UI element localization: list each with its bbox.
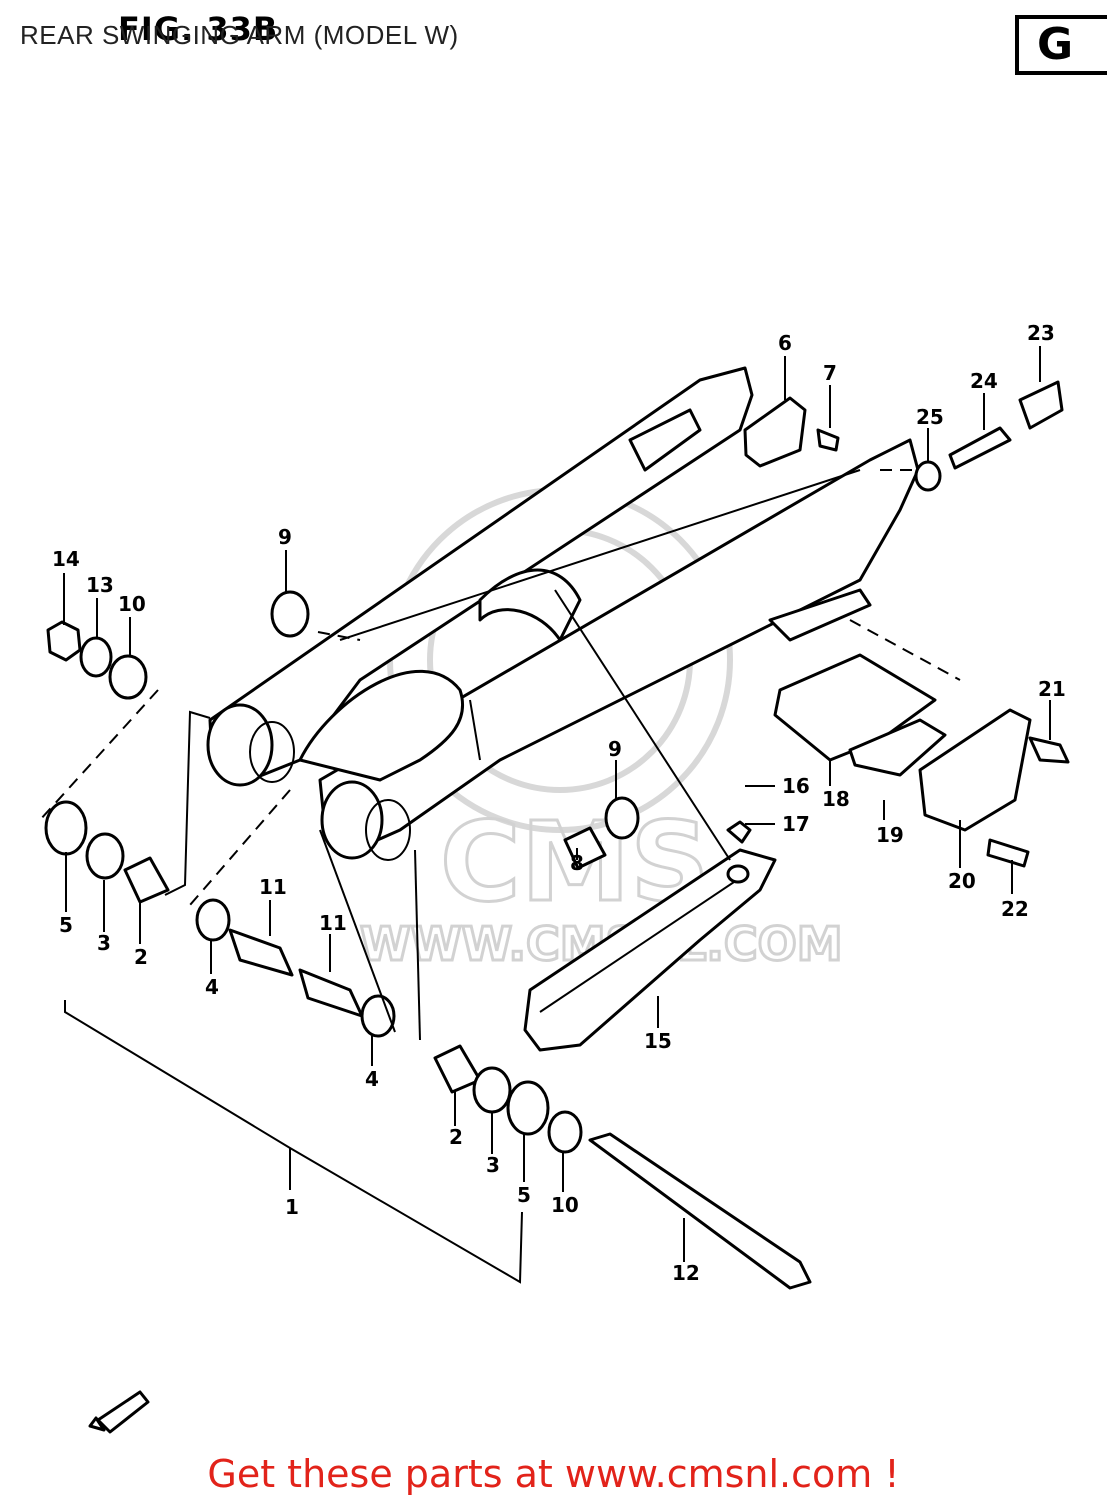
callout-6: 6 [778,331,792,355]
callout-12: 12 [672,1261,700,1285]
callout-15: 15 [644,1029,672,1053]
callout-3-lower: 3 [486,1153,500,1177]
front-direction-arrow [88,1390,150,1434]
callout-labels: 14 13 10 9 6 7 24 23 25 21 16 17 18 19 2… [52,321,1066,1285]
hardware-parts [44,380,1070,1290]
parts-link[interactable]: Get these parts at www.cmsnl.com ! [207,1452,900,1496]
callout-4: 4 [205,975,219,999]
callout-20: 20 [948,869,976,893]
figure-number: FIG. 33B [118,10,279,48]
swing-arm [206,366,920,861]
callout-11: 11 [259,875,287,899]
callout-14: 14 [52,547,80,571]
callout-23: 23 [1027,321,1055,345]
page-title: REAR SWINGING ARM (MODEL W) [20,20,459,50]
callout-18: 18 [822,787,850,811]
callout-21: 21 [1038,677,1066,701]
callout-5-lower: 5 [517,1183,531,1207]
callout-2-lower: 2 [449,1125,463,1149]
callout-9-lower: 9 [608,737,622,761]
callout-9: 9 [278,525,292,549]
callout-2: 2 [134,945,148,969]
callout-24: 24 [970,369,998,393]
callout-16: 16 [782,774,810,798]
callout-17: 17 [782,812,810,836]
callout-10: 10 [118,592,146,616]
callout-5: 5 [59,913,73,937]
callout-25: 25 [916,405,944,429]
callout-3: 3 [97,931,111,955]
callout-13: 13 [86,573,114,597]
callout-7: 7 [823,361,837,385]
callout-10-lower: 10 [551,1193,579,1217]
assembly-lines [39,469,961,1284]
callout-8: 8 [570,851,584,875]
section-tag: G [1015,15,1107,75]
callout-19: 19 [876,823,904,847]
callout-4-lower: 4 [365,1067,379,1091]
leader-lines [63,346,1051,1262]
callout-1: 1 [285,1195,299,1219]
callout-11-lower: 11 [319,911,347,935]
callout-22: 22 [1001,897,1029,921]
